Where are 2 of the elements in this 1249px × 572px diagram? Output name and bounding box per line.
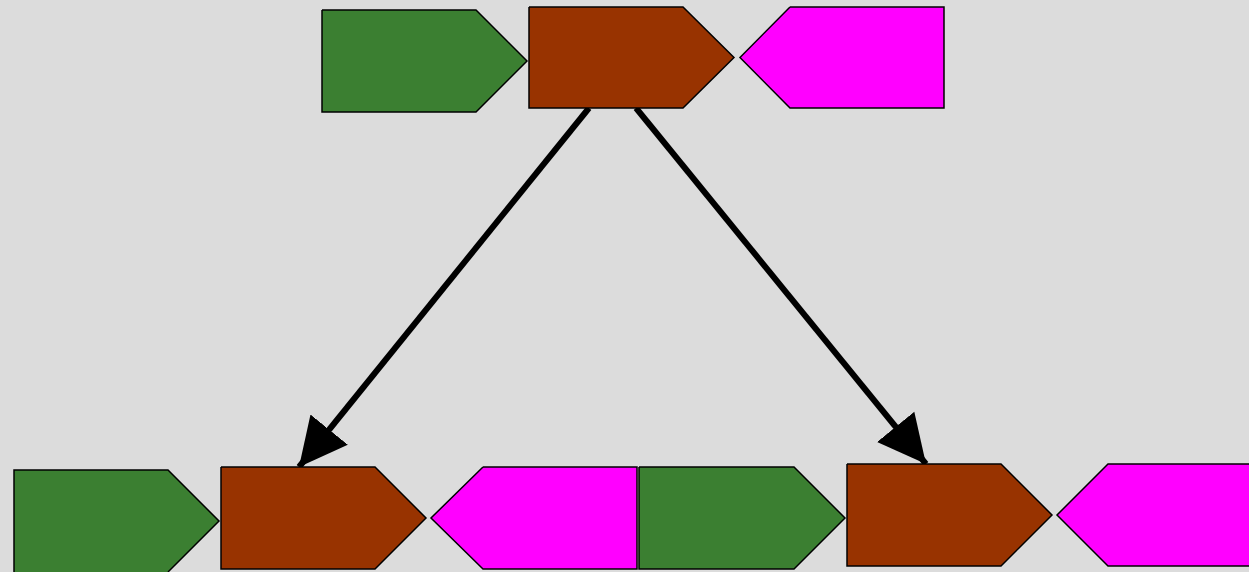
arrow bbox=[633, 106, 929, 466]
arrow bbox=[296, 106, 592, 469]
